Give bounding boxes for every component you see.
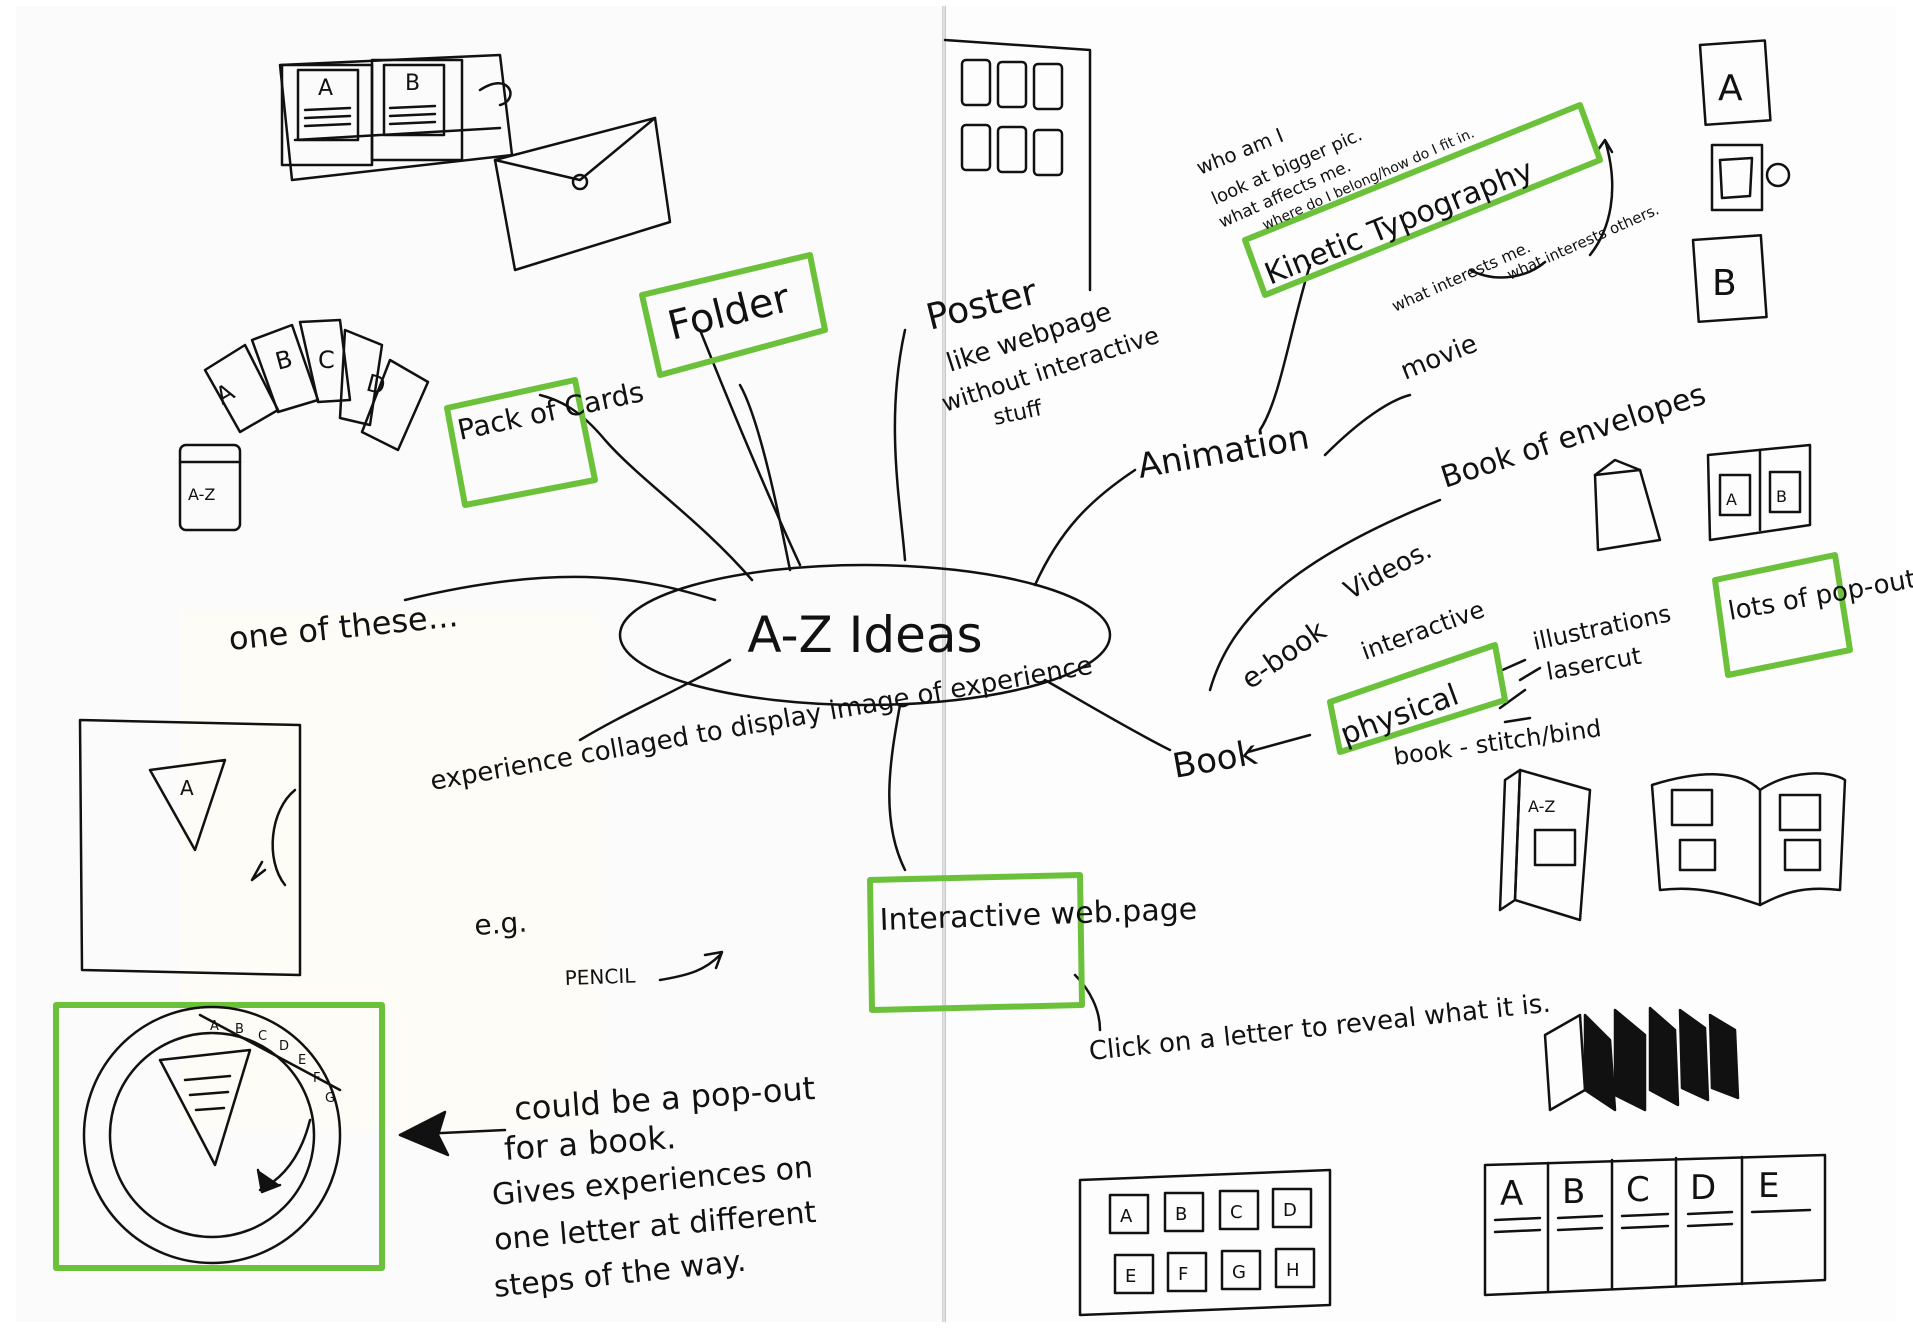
highlight-physical	[1327, 642, 1508, 755]
folder-sketch: A B	[278, 53, 514, 182]
env-book-a: A	[1726, 490, 1737, 509]
folder-card-b: B	[405, 71, 420, 96]
ab-cards-sketch: A B	[1691, 39, 1791, 324]
label-click-note: Click on a letter to reveal what it is.	[1088, 989, 1552, 1067]
label-interactive-webpage: Interactive web.page	[879, 892, 1198, 938]
web-btn-g: G	[1232, 1262, 1246, 1283]
triangle-card-sketch: A	[78, 718, 302, 977]
card-fan-sketch: A B C D A-Z	[178, 318, 430, 532]
highlight-popouts	[1712, 552, 1853, 678]
accordion-book-sketch	[1543, 1006, 1740, 1112]
wheel-letter-a: A	[210, 1019, 219, 1034]
right-card-a: A	[1718, 68, 1743, 109]
web-btn-e: E	[1125, 1266, 1136, 1287]
wheel-letter-g: G	[325, 1091, 335, 1106]
book-cover-az: A-Z	[1528, 797, 1555, 816]
env-book-b: B	[1776, 487, 1787, 506]
web-btn-f: F	[1178, 1264, 1188, 1285]
envelope-book-sketch: A B	[1593, 443, 1812, 552]
card-b: B	[272, 344, 295, 375]
label-pencil: PENCIL	[564, 964, 636, 990]
label-one-of-these: one of these...	[227, 596, 460, 658]
center-ellipse	[618, 563, 1112, 707]
triangle-letter: A	[180, 776, 194, 800]
highlight-pack-of-cards	[444, 377, 598, 508]
strip-d: D	[1690, 1168, 1716, 1208]
label-eg: e.g.	[473, 905, 528, 942]
poster-sketch	[943, 38, 1092, 292]
label-poster-note-3: stuff	[991, 396, 1045, 431]
label-movie: movie	[1396, 329, 1481, 387]
web-btn-b: B	[1175, 1204, 1187, 1225]
highlight-webpage	[867, 872, 1085, 1013]
books-sketch: A-Z	[1498, 768, 1847, 922]
web-btn-d: D	[1283, 1200, 1297, 1221]
label-book-of-envelopes: Book of envelopes	[1437, 377, 1710, 496]
label-videos: Videos.	[1339, 535, 1437, 606]
label-ebook: e-book	[1235, 613, 1333, 695]
branch-lines	[403, 138, 1614, 1032]
label-experience-note: experience collaged to display image of …	[428, 651, 1095, 797]
label-animation: Animation	[1135, 417, 1313, 486]
folder-card-a: A	[318, 76, 333, 101]
box-label: A-Z	[188, 485, 215, 504]
wheel-sketch: A B C D E F G	[82, 1005, 342, 1265]
wheel-letter-e: E	[298, 1053, 306, 1068]
letter-strip-sketch: A B C D E	[1483, 1153, 1827, 1297]
highlight-folder	[639, 252, 828, 378]
highlight-wheel	[53, 1002, 385, 1271]
card-c: C	[318, 346, 335, 374]
right-card-b: B	[1712, 263, 1737, 304]
label-book: Book	[1170, 733, 1261, 787]
wheel-letter-c: C	[258, 1029, 267, 1044]
web-btn-h: H	[1286, 1260, 1300, 1281]
notebook-spine	[942, 6, 946, 1322]
wheel-letter-b: B	[235, 1022, 244, 1037]
center-title: A-Z Ideas	[747, 606, 982, 664]
strip-a: A	[1500, 1174, 1523, 1214]
strip-c: C	[1626, 1170, 1650, 1210]
web-btn-a: A	[1120, 1206, 1133, 1227]
pencil-arrow	[658, 950, 724, 982]
arrow-to-wheel	[398, 1110, 507, 1157]
web-btn-c: C	[1230, 1202, 1243, 1223]
webpage-grid-sketch: A B C D E F G H	[1078, 1168, 1332, 1317]
card-d: D	[363, 369, 388, 401]
highlight-kinetic-typography	[1242, 102, 1603, 298]
envelope-sketch	[493, 116, 672, 272]
right-notebook-page	[946, 6, 1896, 1322]
strip-b: B	[1562, 1172, 1585, 1212]
pasted-paper	[180, 610, 600, 1130]
wheel-letter-d: D	[279, 1039, 289, 1054]
label-what-interests-others: what interests others.	[1504, 200, 1661, 283]
green-highlights	[53, 102, 1853, 1271]
strip-e: E	[1758, 1166, 1779, 1206]
card-a: A	[211, 377, 240, 410]
